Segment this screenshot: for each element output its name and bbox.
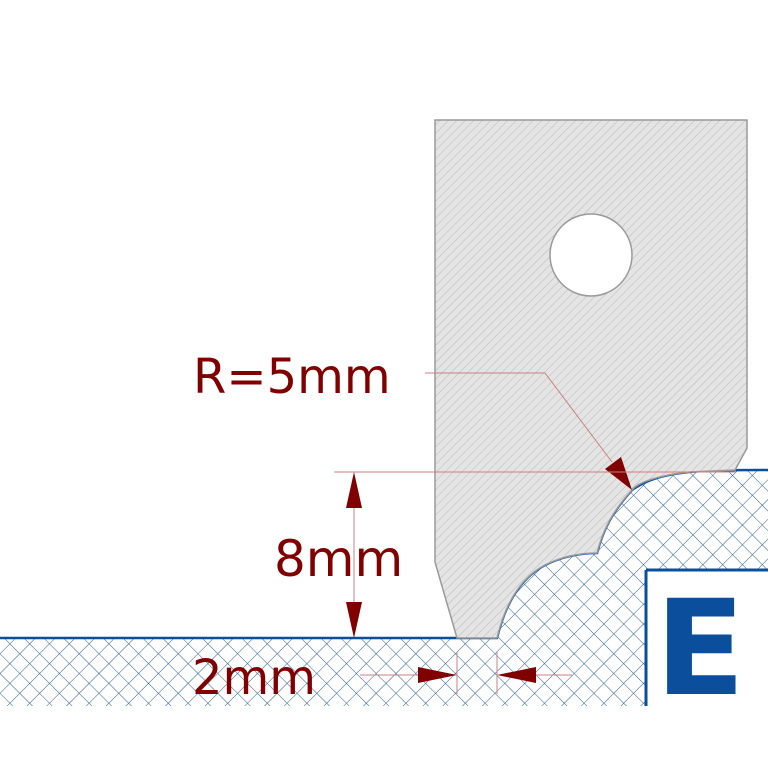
blade-body bbox=[434, 119, 748, 639]
width-arrowhead-left bbox=[418, 667, 457, 683]
height-arrowhead-top bbox=[346, 472, 362, 508]
radius-label: R=5mm bbox=[193, 349, 391, 405]
width-arrowhead-right bbox=[497, 667, 536, 683]
height-label: 8mm bbox=[274, 530, 403, 588]
height-dimension: 8mm bbox=[274, 471, 735, 638]
radius-arrowhead bbox=[605, 457, 632, 490]
radius-leader-diagonal bbox=[544, 372, 613, 463]
width-label: 2mm bbox=[192, 650, 316, 706]
profile-badge-background bbox=[646, 570, 768, 710]
radius-dimension: R=5mm bbox=[193, 349, 632, 490]
router-blade bbox=[434, 119, 748, 639]
blade-mounting-hole bbox=[549, 213, 633, 297]
height-arrowhead-bottom bbox=[346, 602, 362, 638]
profile-badge: E bbox=[644, 568, 768, 726]
profile-letter: E bbox=[655, 572, 745, 726]
width-dimension: 2mm bbox=[192, 650, 572, 706]
